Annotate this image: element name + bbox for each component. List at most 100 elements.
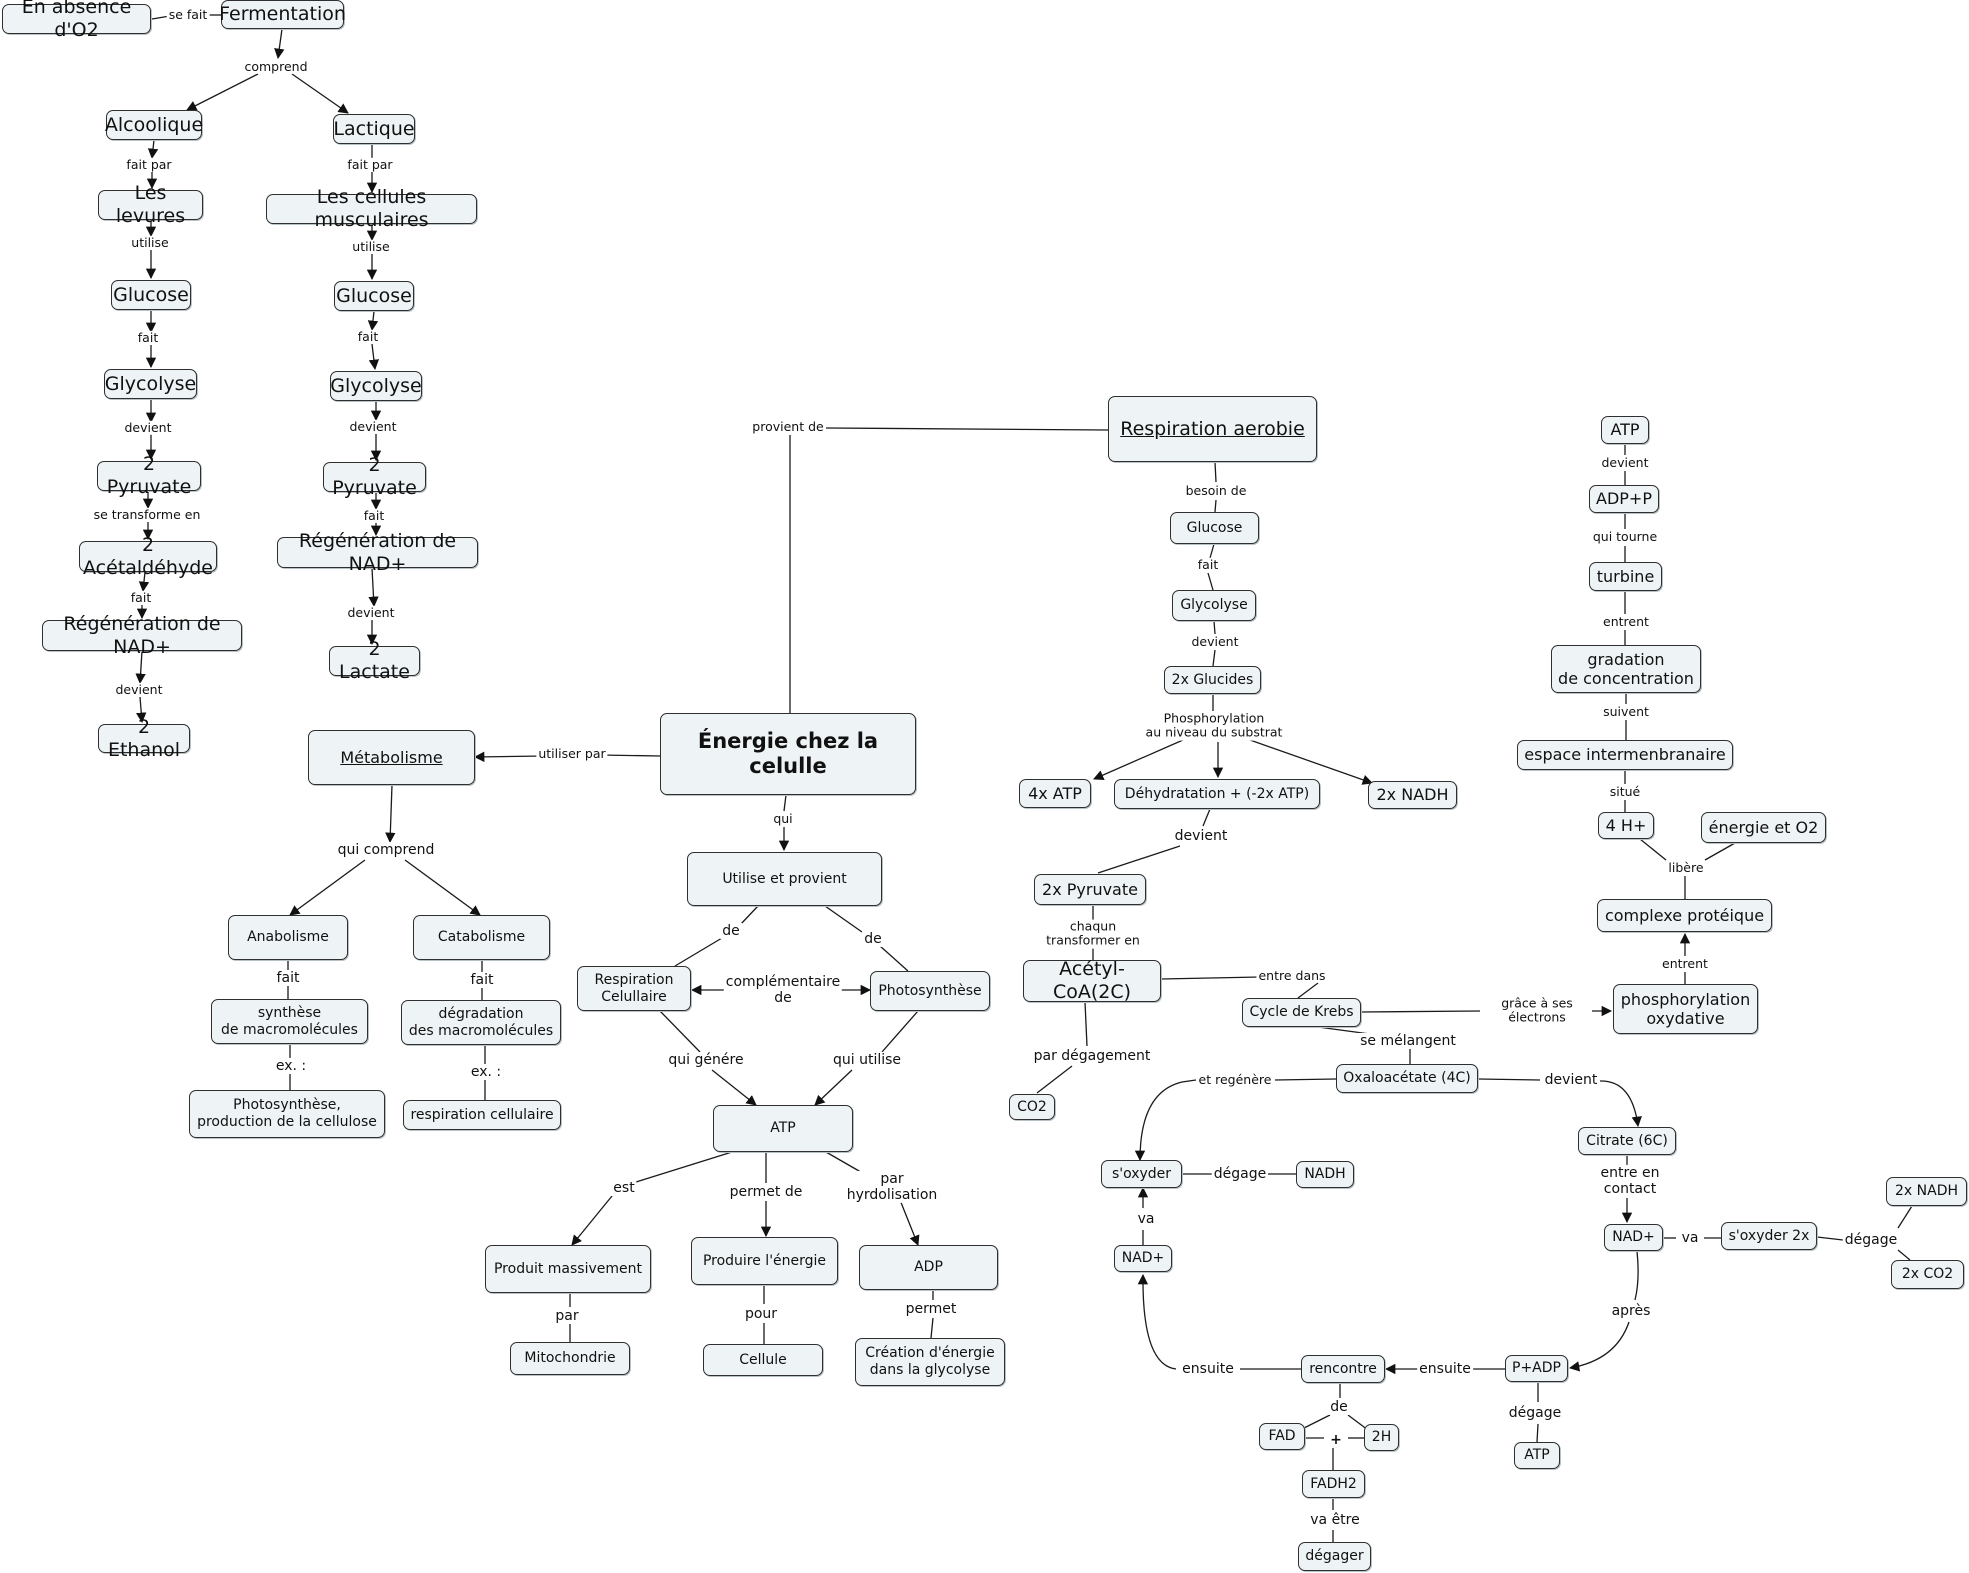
node-4x-atp[interactable]: 4x ATP — [1019, 779, 1091, 808]
node-2-ethanol[interactable]: 2 Ethanol — [98, 716, 190, 761]
node-gradation-concentration[interactable]: gradation de concentration — [1551, 645, 1701, 693]
link-label-ex: ex. : — [468, 1063, 504, 1081]
connector-line — [368, 343, 380, 371]
node-acetyl-coa[interactable]: Acétyl-CoA(2C) — [1023, 958, 1161, 1003]
node-respiration-cellulaire[interactable]: Respiration Celullaire — [577, 966, 691, 1011]
connector-line — [1568, 1321, 1630, 1372]
node-degradation-macromolecules[interactable]: dégradation des macromolécules — [401, 1000, 561, 1045]
node-metabolisme[interactable]: Métabolisme — [308, 730, 475, 785]
connector-line — [1093, 739, 1184, 781]
node-regeneration-nad-alcool[interactable]: Régénération de NAD+ — [42, 613, 242, 658]
node-photosynthese-cellulose[interactable]: Photosynthèse, production de la cellulos… — [189, 1090, 385, 1138]
node-espace-intermembranaire[interactable]: espace intermenbranaire — [1517, 740, 1733, 770]
metabolisme-label: Métabolisme — [340, 747, 443, 767]
link-label-degage: dégage — [1211, 1165, 1269, 1183]
connector-line — [1897, 1205, 1913, 1229]
node-2x-pyruvate[interactable]: 2x Pyruvate — [1034, 874, 1146, 905]
node-2-pyruvate-lactique[interactable]: 2 Pyruvate — [323, 454, 426, 499]
node-2x-glucides[interactable]: 2x Glucides — [1164, 666, 1261, 694]
link-label-par-degagement: par dégagement — [1031, 1047, 1153, 1065]
node-citrate[interactable]: Citrate (6C) — [1578, 1127, 1676, 1155]
connector-line — [659, 1010, 701, 1053]
connector-line — [1599, 1080, 1642, 1128]
link-label-fait: fait — [274, 969, 302, 987]
node-alcoolique[interactable]: Alcoolique — [105, 110, 203, 140]
link-label-par-hydrolisation: par hyrdolisation — [844, 1170, 940, 1204]
node-oxaloacetate[interactable]: Oxaloacétate (4C) — [1336, 1064, 1478, 1093]
node-soxyder[interactable]: s'oxyder — [1101, 1160, 1182, 1188]
node-glycolyse-lactique[interactable]: Glycolyse — [330, 371, 422, 401]
link-label-degage: dégage — [1842, 1231, 1900, 1249]
node-fadh2[interactable]: FADH2 — [1302, 1470, 1365, 1498]
node-2-acetaldehyde[interactable]: 2 Acétaldéhyde — [79, 534, 217, 579]
node-cycle-de-krebs[interactable]: Cycle de Krebs — [1242, 998, 1361, 1027]
node-fad[interactable]: FAD — [1259, 1423, 1305, 1450]
node-co2[interactable]: CO2 — [1009, 1094, 1055, 1120]
node-glucose-aerobie[interactable]: Glucose — [1170, 512, 1259, 544]
node-glycolyse-alcool[interactable]: Glycolyse — [104, 369, 197, 399]
node-2x-nadh[interactable]: 2x NADH — [1368, 781, 1457, 809]
node-dehydratation[interactable]: Déhydratation + (-2x ATP) — [1114, 779, 1320, 809]
node-rencontre[interactable]: rencontre — [1301, 1355, 1385, 1383]
node-nadh[interactable]: NADH — [1296, 1161, 1354, 1188]
node-complexe-proteique[interactable]: complexe protéique — [1597, 899, 1772, 932]
link-label-va-etre: va être — [1308, 1511, 1362, 1529]
link-label-de: de — [720, 922, 742, 940]
link-label-se-transforme: se transforme en — [91, 506, 203, 523]
link-label-utilise: utilise — [129, 234, 171, 251]
node-adp[interactable]: ADP — [859, 1245, 998, 1290]
connector-line — [1036, 1065, 1073, 1094]
node-mitochondrie[interactable]: Mitochondrie — [510, 1342, 630, 1375]
node-2x-co2[interactable]: 2x CO2 — [1891, 1260, 1964, 1289]
link-label-utilise: utilise — [350, 238, 392, 255]
node-respiration-cellulaire-ex[interactable]: respiration cellulaire — [403, 1100, 561, 1130]
node-respiration-aerobie[interactable]: Respiration aerobie — [1108, 396, 1317, 462]
link-label-devient: devient — [345, 604, 397, 621]
node-creation-energie[interactable]: Création d'énergie dans la glycolyse — [855, 1338, 1005, 1386]
node-catabolisme[interactable]: Catabolisme — [413, 915, 550, 960]
node-energie-o2[interactable]: énergie et O2 — [1701, 812, 1826, 843]
connector-line — [1213, 620, 1216, 635]
connector-line — [1214, 499, 1217, 513]
node-soxyder-2x[interactable]: s'oxyder 2x — [1721, 1222, 1817, 1250]
node-energie-cellule[interactable]: Énergie chez la celulle — [660, 713, 916, 795]
node-en-absence-o2[interactable]: En absence d'O2 — [2, 0, 151, 41]
node-turbine[interactable]: turbine — [1589, 562, 1662, 591]
link-label-utiliser-par: utiliser par — [536, 745, 608, 762]
node-4h[interactable]: 4 H+ — [1598, 812, 1654, 839]
node-degager[interactable]: dégager — [1298, 1542, 1371, 1571]
node-2-lactate[interactable]: 2 Lactate — [329, 638, 420, 683]
link-label-devient: devient — [1599, 454, 1651, 471]
node-les-levures[interactable]: Les levures — [98, 182, 203, 227]
node-cellules-musculaires[interactable]: Les cellules musculaires — [266, 186, 477, 231]
node-2-pyruvate-alcool[interactable]: 2 Pyruvate — [97, 453, 201, 498]
node-2h[interactable]: 2H — [1364, 1424, 1399, 1451]
node-photosynthese[interactable]: Photosynthèse — [870, 971, 990, 1011]
node-regeneration-nad-lactique[interactable]: Régénération de NAD+ — [277, 530, 478, 575]
node-atp-central[interactable]: ATP — [713, 1105, 853, 1152]
node-fermentation[interactable]: Fermentation — [219, 0, 346, 29]
node-phosphorylation-oxydative[interactable]: phosphorylation oxydative — [1613, 984, 1758, 1034]
node-synthese-macromolecules[interactable]: synthèse de macromolécules — [211, 999, 368, 1044]
node-cellule[interactable]: Cellule — [703, 1344, 823, 1376]
link-label-va: va — [1135, 1210, 1157, 1228]
node-atp-krebs[interactable]: ATP — [1514, 1442, 1560, 1469]
node-atp-chain[interactable]: ATP — [1601, 416, 1649, 444]
node-glycolyse-aerobie[interactable]: Glycolyse — [1172, 590, 1256, 621]
node-produit-massivement[interactable]: Produit massivement — [485, 1245, 651, 1293]
node-produire-energie[interactable]: Produire l'énergie — [691, 1237, 838, 1285]
node-adp-p[interactable]: ADP+P — [1589, 485, 1659, 513]
node-nad-left[interactable]: NAD+ — [1114, 1245, 1172, 1272]
connector-line — [711, 1069, 757, 1106]
node-p-adp[interactable]: P+ADP — [1505, 1355, 1568, 1382]
node-lactique[interactable]: Lactique — [333, 114, 415, 144]
node-nad-right[interactable]: NAD+ — [1604, 1224, 1663, 1251]
node-glucose-lactique[interactable]: Glucose — [334, 281, 414, 311]
node-utilise-et-provient[interactable]: Utilise et provient — [687, 852, 882, 906]
link-label-fait: fait — [468, 971, 496, 989]
link-label-qui-genere: qui génére — [666, 1051, 746, 1069]
node-anabolisme[interactable]: Anabolisme — [228, 915, 348, 960]
node-glucose-alcool[interactable]: Glucose — [111, 280, 191, 310]
node-2x-nadh-krebs[interactable]: 2x NADH — [1886, 1177, 1967, 1206]
connector-line — [824, 905, 863, 933]
